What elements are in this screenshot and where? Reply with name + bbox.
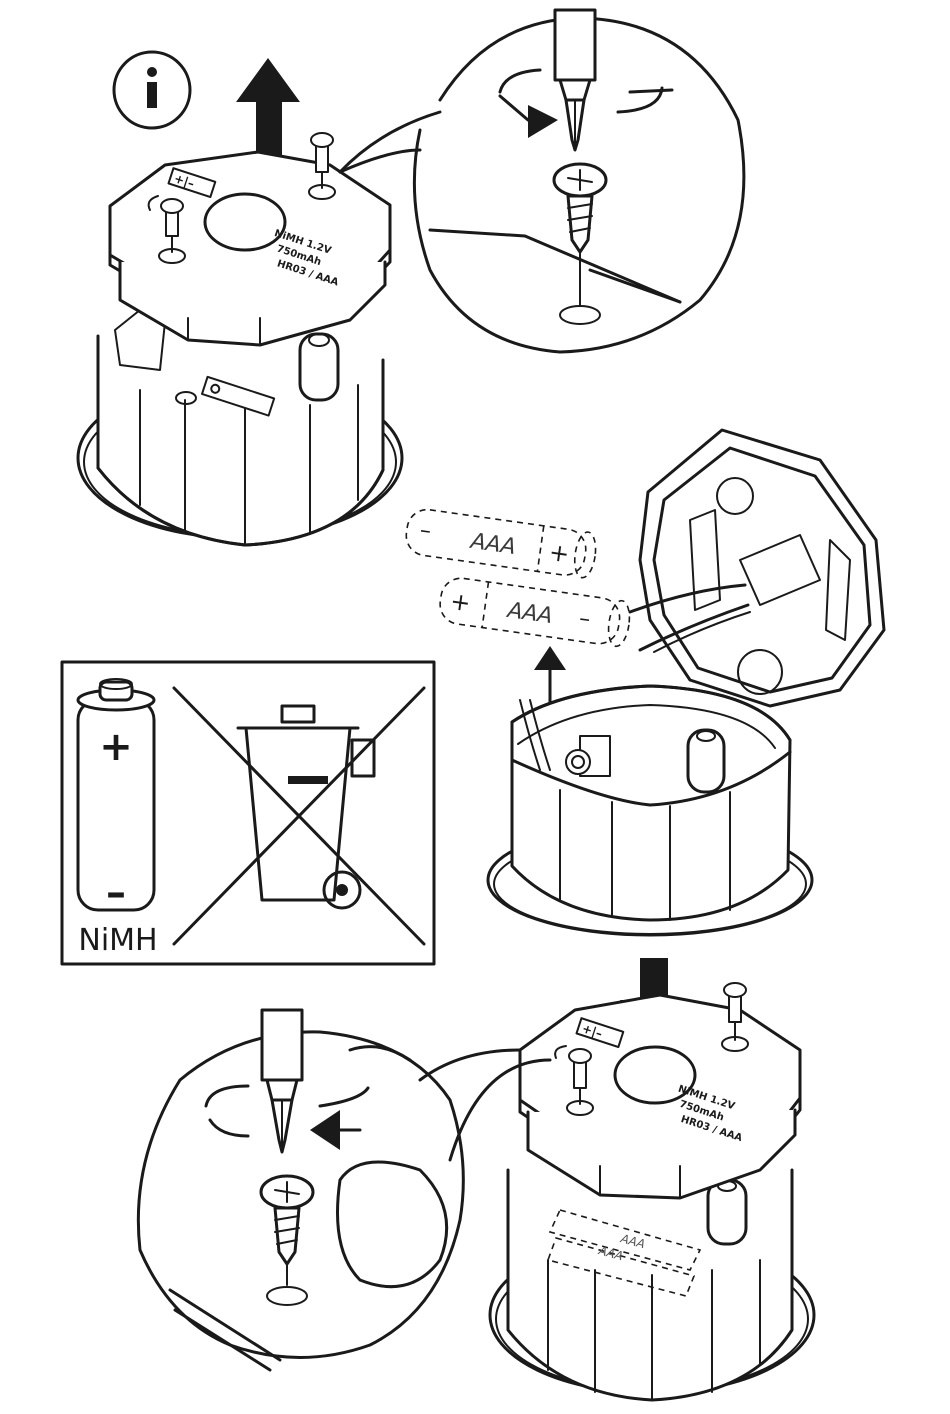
battery-icon: + – (78, 679, 154, 916)
screwdriver-icon (555, 10, 595, 150)
detail-screw-in (138, 1010, 463, 1370)
screwdriver-icon (262, 1010, 302, 1152)
step-1-remove-cover: +|– NiMH 1.2V 750mAh HR03 / AAA (78, 10, 744, 545)
battery-minus: – (106, 870, 126, 916)
loose-battery-2: + AAA – (438, 576, 633, 648)
info-icon (114, 52, 190, 128)
loose-battery-1: – AAA + (404, 507, 599, 579)
battery-2-type: AAA (504, 598, 554, 629)
battery-1-type: AAA (467, 529, 517, 560)
detail-unscrew (414, 10, 744, 352)
post (708, 1180, 746, 1244)
post (300, 334, 338, 400)
step-3-reinstall-cover: AAA AAA +|– NiMH 1.2V 750mAh HR03 / AAA (138, 958, 814, 1400)
crossed-out-bin-icon (174, 688, 424, 944)
battery-1-minus: – (418, 518, 432, 544)
screw-icon (554, 164, 606, 324)
battery-plus: + (99, 724, 133, 770)
battery-1-plus: + (547, 538, 571, 569)
disposal-panel: + – NiMH (62, 662, 434, 964)
step-2-replace-batteries: – AAA + + AAA – (404, 430, 884, 935)
sensor-dome (205, 194, 285, 250)
post (688, 730, 724, 792)
open-housing (512, 686, 790, 920)
opened-cover (630, 430, 884, 706)
housing-body (508, 1170, 792, 1400)
battery-2-minus: – (578, 606, 592, 632)
screw-icon (261, 1176, 313, 1305)
chemistry-label: NiMH (78, 923, 157, 958)
battery-2-plus: + (449, 587, 473, 618)
